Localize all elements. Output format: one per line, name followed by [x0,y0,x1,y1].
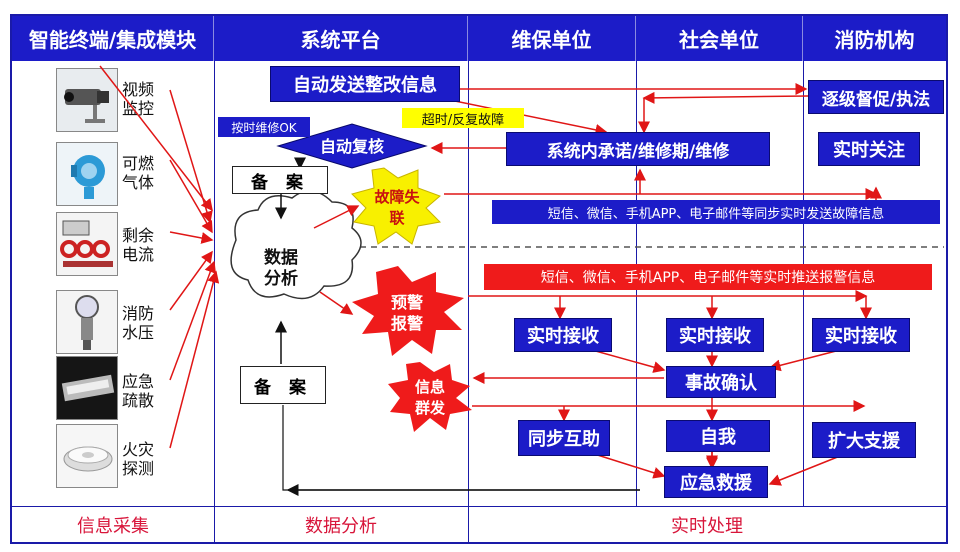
sensor-label: 可燃气体 [122,154,155,192]
send-rectify-box: 自动发送整改信息 [270,66,460,102]
gas-detector-icon [56,142,118,206]
review-diamond [276,123,428,169]
alarm-burst [352,266,464,356]
record-box-top: 备 案 [232,166,328,194]
emergency-rescue-box: 应急救援 [664,466,768,498]
fault-burst [351,167,442,245]
smoke-detector-icon [56,424,118,488]
column-divider [214,61,215,542]
timeout-label: 超时/反复故障 [402,108,524,128]
escalate-box: 逐级督促/执法 [808,80,944,114]
header-fire-agency: 消防机构 [803,16,946,61]
footer-realtime: 实时处理 [671,515,743,537]
alarm-label: 预警报警 [390,293,423,333]
header-maintenance: 维保单位 [468,16,636,61]
sensor-label: 应急疏散 [122,372,155,410]
receive-box-social: 实时接收 [666,318,764,352]
auto-review-label: 自动复核 [319,136,384,156]
column-divider [468,61,469,542]
cloud-shape [230,190,362,300]
confirm-box: 事故确认 [666,366,776,398]
footer-divider [12,506,946,507]
fault-notify-bar: 短信、微信、手机APP、电子邮件等同步实时发送故障信息 [492,200,940,224]
commit-repair-box: 系统内承诺/维修期/维修 [506,132,770,166]
watch-box: 实时关注 [818,132,920,166]
self-rescue-box: 自我 [666,420,770,452]
fault-label: 故障失联 [374,188,420,227]
header-platform: 系统平台 [214,16,468,61]
broadcast-label: 信息群发 [414,378,445,417]
receive-box-fire: 实时接收 [812,318,910,352]
current-meter-icon [56,212,118,276]
receive-box-maintenance: 实时接收 [514,318,612,352]
header-social: 社会单位 [636,16,803,61]
sensor-label: 剩余电流 [122,226,155,264]
emergency-light-icon [56,356,118,420]
timely-ok-label: 按时维修OK [218,117,310,137]
camera-icon [56,68,118,132]
data-analysis-label: 数据分析 [264,248,298,289]
sensor-label: 消防水压 [122,304,155,342]
broadcast-burst [388,362,472,432]
record-box-bottom: 备 案 [240,366,326,404]
pressure-gauge-icon [56,290,118,354]
header-terminals: 智能终端/集成模块 [12,16,214,61]
mutual-aid-box: 同步互助 [518,420,610,456]
alarm-notify-bar: 短信、微信、手机APP、电子邮件等实时推送报警信息 [484,264,932,290]
footer-collect: 信息采集 [77,515,149,537]
footer-analysis: 数据分析 [305,515,377,537]
expand-support-box: 扩大支援 [812,422,916,458]
sensor-label: 火灾探测 [122,440,155,478]
